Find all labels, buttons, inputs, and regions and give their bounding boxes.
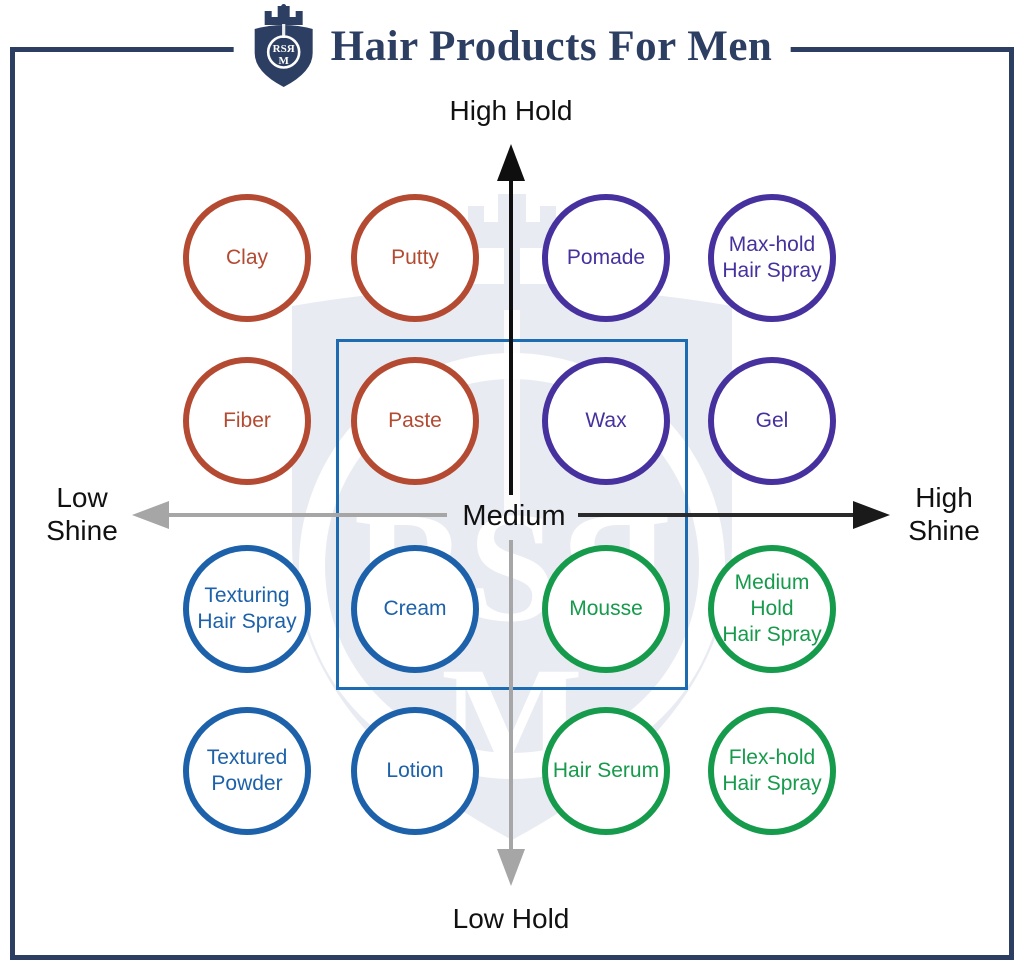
axis-label-medium: Medium <box>462 500 566 532</box>
product-circle-lotion: Lotion <box>351 707 479 835</box>
product-label-line: Hair Spray <box>722 772 822 795</box>
product-label-line: Mousse <box>569 597 643 620</box>
product-circle-hair-serum: Hair Serum <box>542 707 670 835</box>
brand-shield-logo-icon: RSЯ M <box>254 4 313 87</box>
product-label-line: Textured <box>206 746 288 769</box>
product-circle-fiber: Fiber <box>183 357 311 485</box>
product-label-line: Wax <box>585 409 627 432</box>
product-label-line: Paste <box>388 409 442 432</box>
product-label-line: Lotion <box>386 759 444 782</box>
product-circle-gel: Gel <box>708 357 836 485</box>
product-circle-wax: Wax <box>542 357 670 485</box>
axis-label-line: Low <box>56 482 108 513</box>
axis-label-low-hold: Low Hold <box>452 903 570 934</box>
axis-label-line: Shine <box>908 515 980 546</box>
product-label-line: Hair Spray <box>722 623 822 646</box>
axis-label-low-shine: Low Shine <box>46 481 118 547</box>
product-circle-medium-hold-hair-spray: Medium Hold Hair Spray <box>708 545 836 673</box>
product-label-line: Pomade <box>566 246 646 269</box>
product-label-line: Clay <box>225 246 268 269</box>
product-circle-putty: Putty <box>351 194 479 322</box>
product-label-line: Powder <box>211 772 283 795</box>
product-circle-cream: Cream <box>351 545 479 673</box>
product-label-line: Flex-hold <box>728 746 816 769</box>
product-circle-paste: Paste <box>351 357 479 485</box>
product-label-line: Texturing <box>204 584 290 607</box>
product-label-line: Fiber <box>223 409 271 432</box>
product-circle-pomade: Pomade <box>542 194 670 322</box>
logo-monogram-top: RSЯ <box>273 43 295 55</box>
product-circle-clay: Clay <box>183 194 311 322</box>
header: RSЯ M Hair Products For Men <box>233 0 791 92</box>
axis-label-line: High <box>915 482 973 513</box>
product-circle-mousse: Mousse <box>542 545 670 673</box>
product-label-line: Hold <box>750 597 794 620</box>
product-circle-flex-hold-hair-spray: Flex-hold Hair Spray <box>708 707 836 835</box>
product-label-line: Cream <box>383 597 447 620</box>
page-title: Hair Products For Men <box>330 22 773 70</box>
product-circle-max-hold-hair-spray: Max-hold Hair Spray <box>708 194 836 322</box>
product-circle-textured-powder: Textured Powder <box>183 707 311 835</box>
product-label-line: Hair Serum <box>552 759 660 782</box>
product-label-line: Putty <box>391 246 439 269</box>
product-label-line: Medium <box>734 571 810 594</box>
axis-label-high-hold: High Hold <box>449 95 573 126</box>
product-label-line: Max-hold <box>728 233 816 256</box>
axis-label-line: Shine <box>46 515 118 546</box>
axis-label-high-shine: High Shine <box>908 481 980 547</box>
product-circle-texturing-hair-spray: Texturing Hair Spray <box>183 545 311 673</box>
product-label-line: Hair Spray <box>197 610 297 633</box>
product-label-line: Gel <box>755 409 789 432</box>
logo-monogram-bottom: M <box>278 55 289 67</box>
product-label-line: Hair Spray <box>722 259 822 282</box>
